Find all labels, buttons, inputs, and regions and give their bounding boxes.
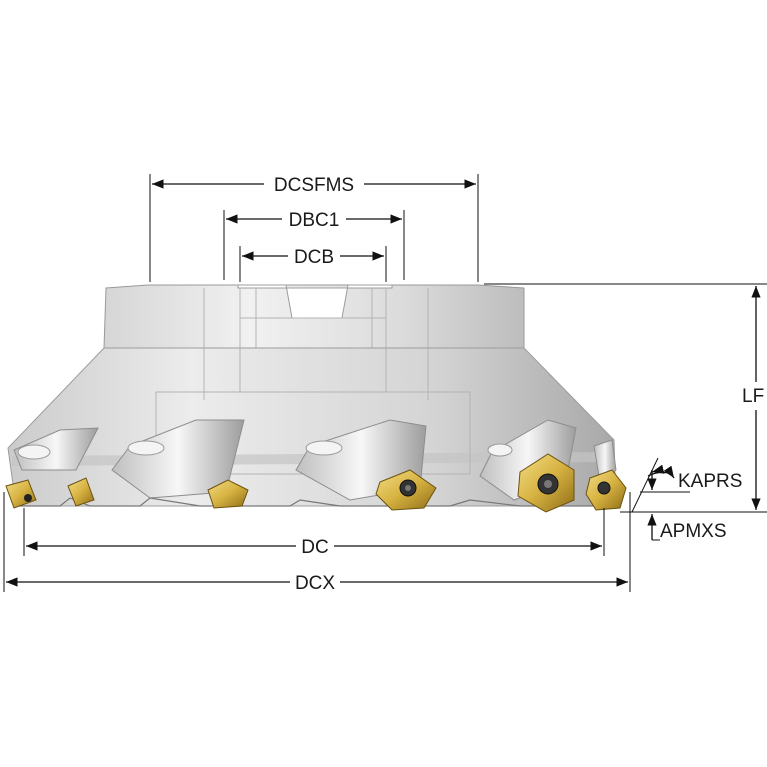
insert-2 <box>67 477 95 507</box>
label-dcx: DCX <box>295 573 335 594</box>
insert-6 <box>585 469 627 511</box>
insert-4 <box>375 469 437 511</box>
label-apmxs: APMXS <box>660 521 727 542</box>
cutter-body <box>7 284 617 507</box>
dim-dcx: DCX <box>3 492 631 594</box>
insert-5 <box>517 453 575 513</box>
insert-1 <box>5 479 37 509</box>
inserts <box>5 453 627 513</box>
pocket-1 <box>13 427 99 471</box>
label-dbc1: DBC1 <box>289 210 340 231</box>
label-lf: LF <box>742 386 764 407</box>
label-dcb: DCB <box>294 247 334 268</box>
dim-dcsfms: DCSFMS <box>149 174 479 282</box>
label-dcsfms: DCSFMS <box>274 175 354 196</box>
dim-dc: DC <box>23 508 605 558</box>
insert-3 <box>207 479 249 509</box>
label-dc: DC <box>301 537 328 558</box>
label-kaprs: KAPRS <box>678 471 742 492</box>
dim-dbc1: DBC1 <box>223 210 405 280</box>
dim-kaprs: KAPRS <box>631 457 742 513</box>
dim-dcb: DCB <box>239 246 387 282</box>
keyway-slot <box>237 284 393 319</box>
dim-apmxs: APMXS <box>640 470 727 542</box>
dim-lf: LF <box>484 283 767 513</box>
